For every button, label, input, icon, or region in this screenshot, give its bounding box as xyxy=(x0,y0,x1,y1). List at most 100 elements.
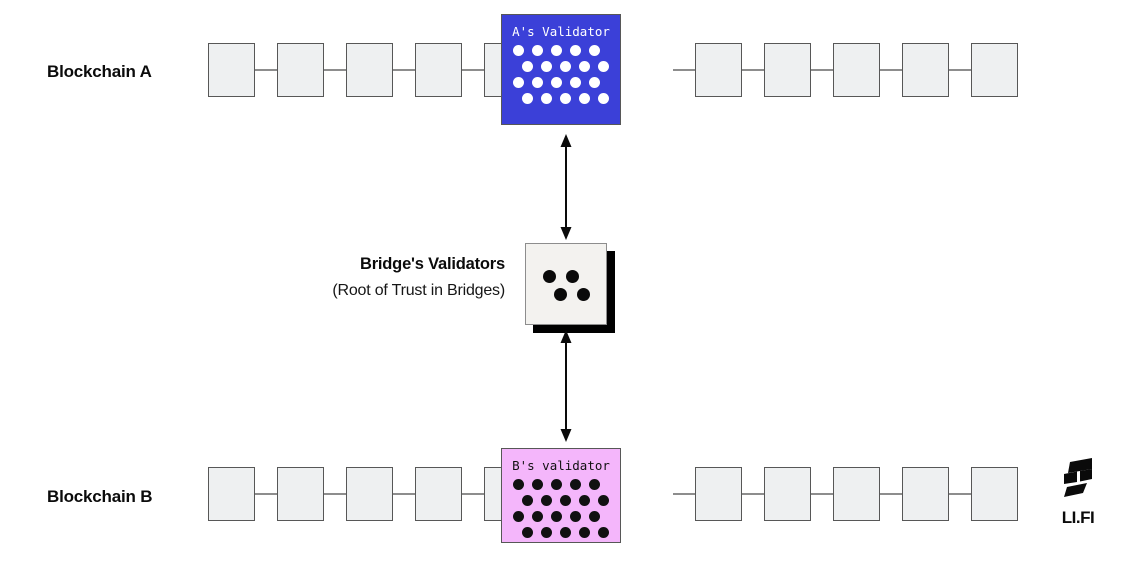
bridge-dot xyxy=(576,287,590,301)
bridge-dot-grid xyxy=(542,269,590,301)
chain-connector xyxy=(811,68,833,72)
chain-connector xyxy=(811,492,833,496)
bridge-validators-title: Bridge's Validators xyxy=(359,255,505,273)
validator-dot xyxy=(570,45,581,56)
chain-block xyxy=(346,43,393,97)
chain-connector xyxy=(880,492,902,496)
validator-dot xyxy=(579,61,590,72)
chain-connector xyxy=(880,68,902,72)
validator-b-title: B's validator xyxy=(512,458,610,473)
bridge-validators-card xyxy=(525,243,615,333)
validator-dot xyxy=(579,93,590,104)
chain-connector xyxy=(393,68,415,72)
validator-dot xyxy=(589,511,600,522)
chain-block xyxy=(277,467,324,521)
chain-connector xyxy=(949,68,971,72)
chain-block xyxy=(346,467,393,521)
validator-dot-row xyxy=(522,61,609,72)
validator-box-b: B's validator xyxy=(501,448,621,543)
chain-block xyxy=(277,43,324,97)
blockchain-b-label: Blockchain B xyxy=(47,487,153,506)
validator-dot xyxy=(551,45,562,56)
bridge-validators-subtitle: (Root of Trust in Bridges) xyxy=(332,282,505,299)
bridge-validators-caption: Bridge's Validators (Root of Trust in Br… xyxy=(0,255,505,300)
validator-dot xyxy=(513,511,524,522)
chain-block xyxy=(415,43,462,97)
chain-connector xyxy=(673,68,695,72)
chain-connector xyxy=(255,492,277,496)
chain-block xyxy=(833,467,880,521)
arrow-validator-a-to-bridge xyxy=(560,134,572,240)
chain-block xyxy=(971,43,1018,97)
validator-dot xyxy=(570,479,581,490)
validator-box-a: A's Validator xyxy=(501,14,621,125)
validator-dot xyxy=(551,479,562,490)
validator-dot xyxy=(513,479,524,490)
validator-dot-row xyxy=(513,77,609,88)
validator-dot xyxy=(598,495,609,506)
validator-a-title: A's Validator xyxy=(512,24,610,39)
bridge-dot xyxy=(565,269,579,283)
chain-block xyxy=(902,43,949,97)
arrow-bridge-to-validator-b xyxy=(560,330,572,442)
chain-block xyxy=(833,43,880,97)
bridge-dot xyxy=(553,287,567,301)
validator-dot xyxy=(541,61,552,72)
validator-dot xyxy=(589,479,600,490)
chain-block xyxy=(415,467,462,521)
chain-connector xyxy=(324,68,346,72)
chain-connector xyxy=(255,68,277,72)
chain-connector xyxy=(742,492,764,496)
validator-dot-row xyxy=(513,479,609,490)
validator-dot xyxy=(598,93,609,104)
validator-dot xyxy=(560,61,571,72)
validator-dot xyxy=(513,77,524,88)
chain-block xyxy=(208,43,255,97)
chain-block xyxy=(695,43,742,97)
chain-block xyxy=(764,43,811,97)
chain-block xyxy=(695,467,742,521)
validator-dot xyxy=(532,77,543,88)
chain-connector xyxy=(673,492,695,496)
validator-dot xyxy=(570,511,581,522)
validator-dot xyxy=(560,527,571,538)
lifi-logo: LI.FI xyxy=(1046,458,1110,528)
validator-dot xyxy=(551,77,562,88)
chain-connector xyxy=(462,492,484,496)
chain-connector xyxy=(393,492,415,496)
validator-dot xyxy=(589,45,600,56)
validator-dot-row xyxy=(522,527,609,538)
chain-connector xyxy=(949,492,971,496)
validator-dot xyxy=(579,495,590,506)
validator-dot xyxy=(579,527,590,538)
lifi-wordmark: LI.FI xyxy=(1061,508,1095,527)
chain-block xyxy=(902,467,949,521)
chain-block xyxy=(208,467,255,521)
validator-dot xyxy=(560,495,571,506)
chain-connector xyxy=(462,68,484,72)
bridge-card-face xyxy=(525,243,607,325)
validator-dot xyxy=(560,93,571,104)
validator-dot xyxy=(532,479,543,490)
bridge-dot-row xyxy=(542,269,590,283)
validator-dot xyxy=(532,45,543,56)
blockchain-a-chain xyxy=(208,42,1018,98)
validator-a-dot-grid xyxy=(513,45,609,104)
chain-connector xyxy=(324,492,346,496)
bridge-dot-row xyxy=(553,287,590,301)
chain-block xyxy=(971,467,1018,521)
validator-dot xyxy=(598,527,609,538)
validator-dot-row xyxy=(513,511,609,522)
lifi-logo-mark-icon xyxy=(1064,458,1092,497)
validator-dot-row xyxy=(522,93,609,104)
validator-dot xyxy=(522,495,533,506)
validator-dot xyxy=(522,93,533,104)
validator-dot xyxy=(522,527,533,538)
validator-dot xyxy=(532,511,543,522)
validator-dot-row xyxy=(522,495,609,506)
validator-dot xyxy=(570,77,581,88)
chain-connector xyxy=(742,68,764,72)
chain-block xyxy=(764,467,811,521)
validator-dot-row xyxy=(513,45,609,56)
blockchain-a-label: Blockchain A xyxy=(47,62,152,81)
